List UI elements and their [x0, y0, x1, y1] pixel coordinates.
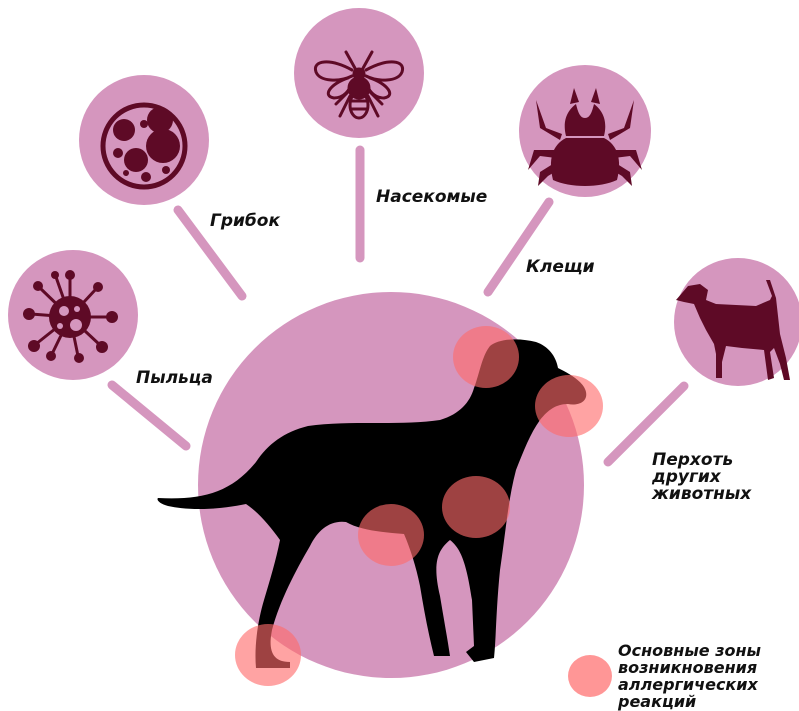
- connector-mites: [488, 202, 549, 292]
- zone-belly: [358, 504, 424, 566]
- zone-chest: [442, 476, 510, 538]
- label-fungus: Грибок: [210, 213, 280, 230]
- legend-text: Основные зоны возникновения аллергически…: [618, 642, 761, 710]
- zone-muzzle: [535, 375, 603, 437]
- label-mites: Клещи: [526, 259, 595, 276]
- label-pollen: Пыльца: [136, 370, 213, 387]
- connector-pollen: [112, 385, 186, 446]
- label-dander: Перхоть других животных: [652, 452, 751, 503]
- legend-marker: [568, 655, 612, 697]
- zone-ear: [453, 326, 519, 388]
- label-insects: Насекомые: [376, 189, 487, 206]
- zone-paw: [235, 624, 301, 686]
